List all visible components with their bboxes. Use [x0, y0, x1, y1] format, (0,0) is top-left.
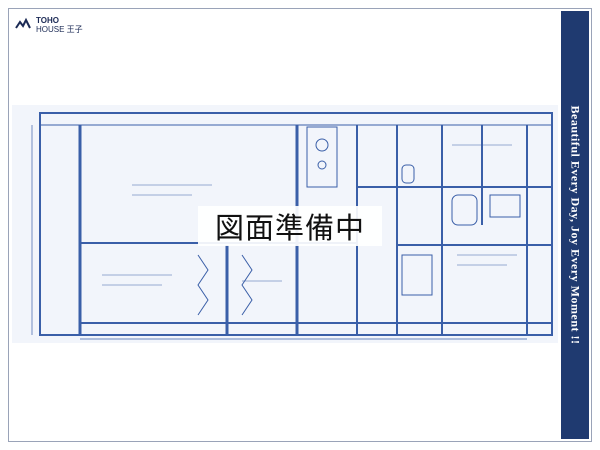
page-frame [8, 8, 592, 442]
brand-name: TOHO [36, 16, 59, 25]
brand-logo: TOHO HOUSE 王子 [14, 14, 83, 36]
side-banner [561, 11, 589, 439]
brand-subtitle: HOUSE 王子 [36, 25, 83, 34]
floor-plan-image [12, 105, 558, 343]
brand-text: TOHO HOUSE 王子 [36, 16, 83, 34]
logo-mark-icon [14, 16, 32, 34]
floor-plan-overlay-label: 図面準備中 [198, 206, 382, 246]
side-banner-slogan: Beautiful Every Day, Joy Every Moment !! [568, 105, 583, 345]
